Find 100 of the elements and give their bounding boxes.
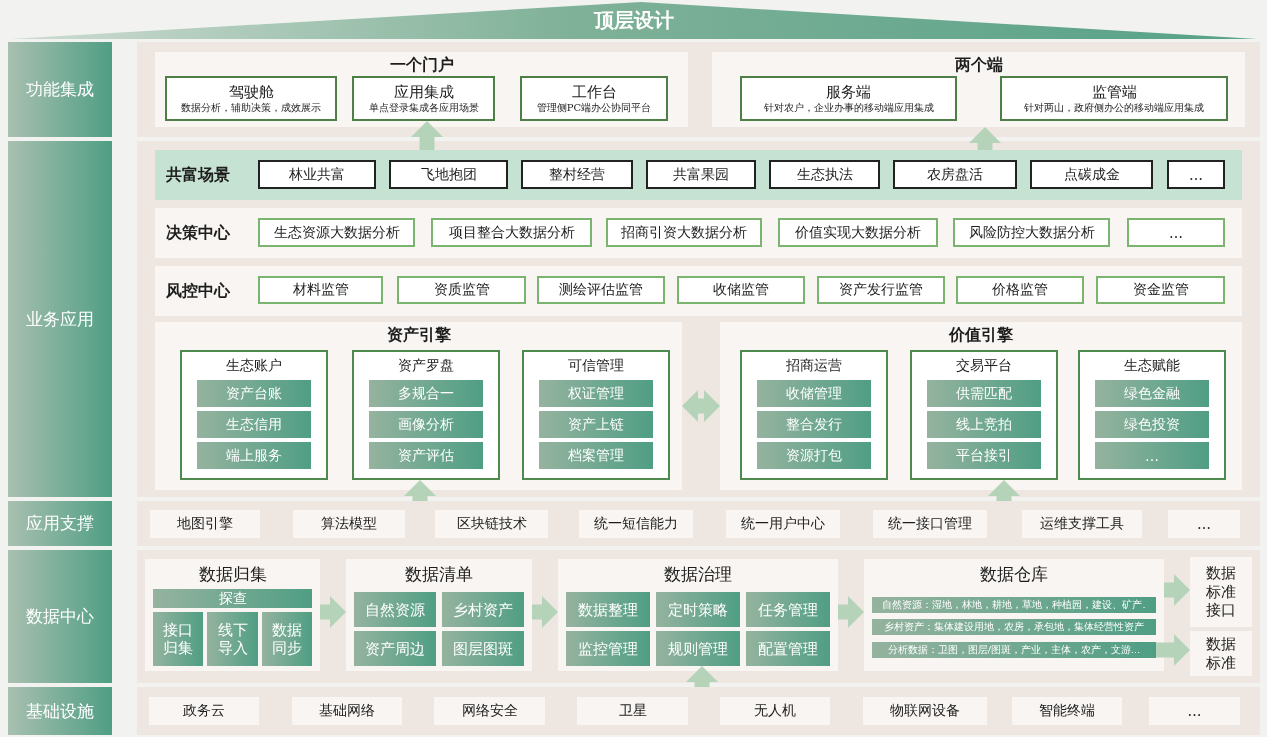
module-card [522, 350, 670, 480]
feature-bar: 资产评估 [369, 442, 483, 469]
support-tag: 统一用户中心 [726, 510, 840, 538]
analysis-tag: 项目整合大数据分析 [431, 218, 592, 247]
card-title: 服务端 [826, 83, 871, 101]
group-panel [346, 559, 532, 671]
panel-title: 数据仓库 [980, 564, 1048, 585]
supervision-tag: 资金监管 [1096, 276, 1225, 304]
supervision-tag: 收储监管 [677, 276, 805, 304]
scene-tag: 飞地抱团 [389, 160, 508, 189]
arrow [686, 666, 718, 687]
support-tag: 区块链技术 [435, 510, 548, 538]
analysis-tag: … [1127, 218, 1225, 247]
standard-box: 数据标准接口 [1190, 557, 1252, 627]
supervision-tag: 资产发行监管 [817, 276, 945, 304]
arrow [969, 127, 1001, 150]
card-subtitle: 单点登录集成各应用场景 [368, 101, 479, 114]
warehouse-bar: 自然资源：湿地，林地，耕地，草地，种植园，建设、矿产. [872, 597, 1156, 613]
feature-bar: 收储管理 [757, 380, 871, 407]
feature-bar: 端上服务 [197, 442, 311, 469]
section-band [155, 208, 1242, 258]
feature-bar: 资源打包 [757, 442, 871, 469]
scene-tag: … [1167, 160, 1225, 189]
arrow [411, 121, 443, 150]
feature-bar: … [1095, 442, 1209, 469]
layer-panel [137, 141, 1260, 497]
data-tile: 规则管理 [656, 631, 740, 666]
card-title: 工作台 [571, 83, 617, 101]
arrow [1156, 634, 1190, 666]
band-title: 共富场景 [166, 165, 230, 185]
portal-card [165, 76, 337, 121]
standard-box: 数据标准 [1190, 631, 1252, 676]
data-tile: 接口归集 [153, 612, 203, 666]
scene-band [155, 150, 1242, 200]
analysis-tag: 招商引资大数据分析 [606, 218, 762, 247]
group-panel [145, 559, 320, 671]
panel-title: 数据归集 [198, 564, 267, 585]
analysis-tag: 价值实现大数据分析 [778, 218, 938, 247]
support-tag: 地图引擎 [150, 510, 260, 538]
group-panel [712, 52, 1245, 127]
warehouse-bar: 分析数据：卫图，图层/图斑，产业，主体，农产，文游… [872, 642, 1156, 658]
data-tile: 线下导入 [207, 612, 258, 666]
infrastructure-tag: 无人机 [720, 697, 830, 725]
feature-bar: 供需匹配 [927, 380, 1041, 407]
arrow [1164, 574, 1190, 606]
data-tile: 图层图斑 [442, 631, 524, 666]
scene-tag: 整村经营 [521, 160, 633, 189]
portal-card [352, 76, 495, 121]
feature-bar: 平台接引 [927, 442, 1041, 469]
layer-label: 基础设施 [8, 687, 112, 735]
analysis-tag: 风险防控大数据分析 [953, 218, 1110, 247]
arrow [404, 480, 436, 501]
group-panel [155, 322, 682, 490]
probe-bar: 探查 [153, 589, 312, 608]
data-tile: 监控管理 [566, 631, 650, 666]
card-title: 应用集成 [393, 83, 454, 101]
section-band [155, 266, 1242, 316]
support-tag: … [1168, 510, 1240, 538]
layer-panel [137, 687, 1260, 735]
feature-bar: 整合发行 [757, 411, 871, 438]
feature-bar: 线上竞拍 [927, 411, 1041, 438]
data-tile: 资产周边 [354, 631, 436, 666]
layer-label: 数据中心 [8, 550, 112, 683]
data-tile: 数据整理 [566, 592, 650, 627]
data-tile: 乡村资产 [442, 592, 524, 627]
layer-panel [137, 501, 1260, 546]
band-title: 决策中心 [166, 223, 230, 243]
infrastructure-tag: 智能终端 [1012, 697, 1122, 725]
layer-panel [137, 42, 1260, 137]
group-panel [864, 559, 1164, 671]
feature-bar: 多规合一 [369, 380, 483, 407]
banner-title: 顶层设计 [593, 8, 674, 32]
card-subtitle: 针对农户，企业办事的移动端应用集成 [763, 101, 934, 114]
supervision-tag: 价格监管 [956, 276, 1084, 304]
support-tag: 统一接口管理 [873, 510, 987, 538]
scene-tag: 林业共富 [258, 160, 376, 189]
panel-title: 两个端 [954, 55, 1003, 75]
module-card [352, 350, 500, 480]
module-title: 可信管理 [568, 356, 624, 374]
data-tile: 配置管理 [746, 631, 830, 666]
card-subtitle: 针对两山，政府侧办公的移动端应用集成 [1024, 101, 1204, 114]
module-title: 生态账户 [226, 356, 282, 374]
portal-card [740, 76, 957, 121]
support-tag: 运维支撑工具 [1022, 510, 1142, 538]
feature-bar: 生态信用 [197, 411, 311, 438]
layer-panel [137, 550, 1260, 683]
band-title: 风控中心 [166, 281, 230, 301]
feature-bar: 权证管理 [539, 380, 653, 407]
panel-title: 价值引擎 [949, 325, 1013, 345]
supervision-tag: 测绘评估监管 [537, 276, 665, 304]
data-tile: 数据同步 [262, 612, 312, 666]
infrastructure-tag: … [1149, 697, 1240, 725]
feature-bar: 绿色投资 [1095, 411, 1209, 438]
layer-label: 功能集成 [8, 42, 112, 137]
group-panel [155, 52, 688, 127]
portal-card [520, 76, 668, 121]
feature-bar: 资产台账 [197, 380, 311, 407]
support-tag: 算法模型 [293, 510, 405, 538]
feature-bar: 档案管理 [539, 442, 653, 469]
panel-title: 资产引擎 [386, 325, 451, 345]
